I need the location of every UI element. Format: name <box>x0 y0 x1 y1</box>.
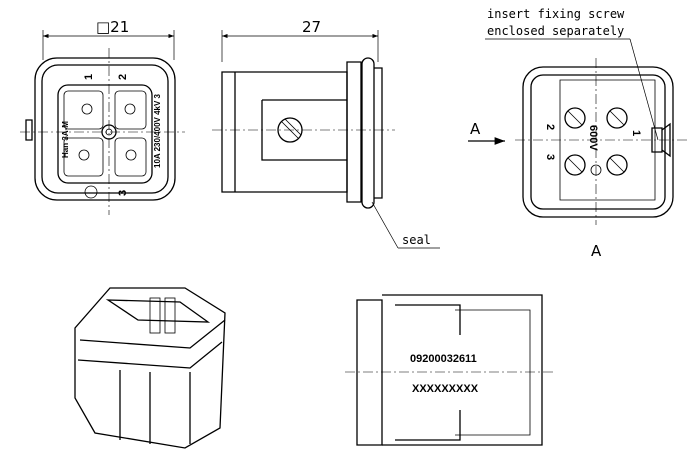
isometric-view <box>74 287 226 449</box>
front-view: □21 Han 3A-M 10A 230/400V 4kV 3 1 2 3 <box>20 18 185 215</box>
part-number: 09200032611 <box>410 353 477 365</box>
placeholder-code: XXXXXXXXX <box>412 383 479 395</box>
marking-rating: 10A 230/400V 4kV 3 <box>153 93 162 168</box>
rear-contact-3: 3 <box>544 154 556 160</box>
label-view: 09200032611 XXXXXXXXX <box>345 294 555 446</box>
rear-view: insert fixing screw enclosed separately … <box>468 7 690 260</box>
section-arrow-label: A <box>470 120 481 138</box>
contact-number-2: 2 <box>117 74 129 80</box>
voltage-marking: 600V <box>587 125 599 151</box>
rear-contact-1: 1 <box>630 130 642 136</box>
seal-label: seal <box>402 233 431 247</box>
ground-screw-icon <box>84 185 98 199</box>
note-line-1: insert fixing screw <box>487 7 625 21</box>
view-label: A <box>591 242 602 260</box>
note-line-2: enclosed separately <box>487 24 624 38</box>
terminal-screws <box>564 107 628 176</box>
contact-number-1: 1 <box>83 74 95 80</box>
seal <box>361 57 375 209</box>
marking-han: Han 3A-M <box>61 121 70 158</box>
width-dimension-label: □21 <box>96 18 129 36</box>
length-dimension-label: 27 <box>302 18 321 36</box>
contact-number-3: 3 <box>117 190 129 196</box>
side-view: 27 seal <box>212 18 440 249</box>
rear-contact-2: 2 <box>544 124 556 130</box>
